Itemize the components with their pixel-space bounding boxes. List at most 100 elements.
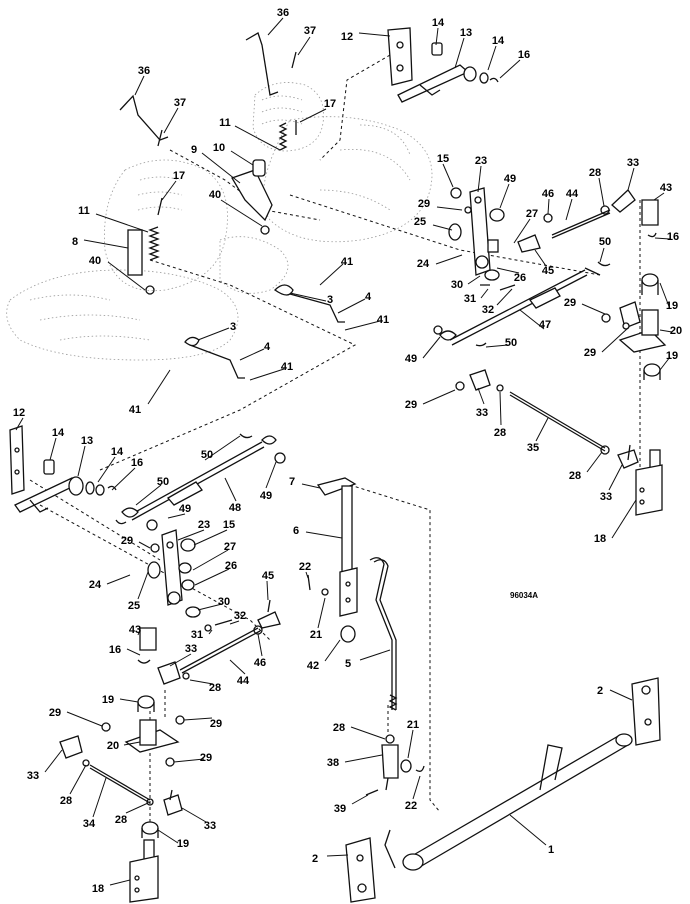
callout-18: 18 [92, 883, 104, 895]
throttle-lever-right [448, 187, 553, 291]
callout-22: 22 [405, 800, 417, 812]
callout-36: 36 [277, 7, 289, 19]
callout-16: 16 [667, 231, 679, 243]
callout-33: 33 [600, 491, 612, 503]
callout-43: 43 [660, 182, 672, 194]
callout-49: 49 [260, 490, 272, 502]
connecting-rod-47 [439, 261, 611, 347]
callout-28: 28 [569, 470, 581, 482]
callout-14: 14 [52, 427, 65, 439]
callout-29: 29 [49, 707, 61, 719]
callout-21: 21 [407, 719, 419, 731]
callout-33: 33 [27, 770, 39, 782]
callout-7: 7 [289, 476, 295, 488]
callout-3: 3 [230, 321, 236, 333]
callout-46: 46 [254, 657, 266, 669]
callout-29: 29 [210, 718, 222, 730]
callout-44: 44 [566, 188, 579, 200]
callout-33: 33 [204, 820, 216, 832]
callout-42: 42 [307, 660, 319, 672]
callout-27: 27 [224, 541, 236, 553]
callout-8: 8 [72, 236, 78, 248]
callout-17: 17 [324, 98, 336, 110]
callout-36: 36 [138, 65, 150, 77]
callout-29: 29 [418, 198, 430, 210]
bellcrank-left [101, 695, 185, 838]
callout-20: 20 [670, 325, 682, 337]
callout-19: 19 [177, 838, 189, 850]
callout-31: 31 [191, 629, 203, 641]
callout-24: 24 [417, 258, 430, 270]
callout-14: 14 [492, 35, 505, 47]
callout-34: 34 [83, 818, 96, 830]
callout-46: 46 [542, 188, 554, 200]
callout-10: 10 [213, 142, 225, 154]
callout-14: 14 [432, 17, 445, 29]
callout-32: 32 [234, 610, 246, 622]
callout-29: 29 [584, 347, 596, 359]
callout-2: 2 [597, 685, 603, 697]
callout-45: 45 [262, 570, 274, 582]
callout-17: 17 [173, 170, 185, 182]
callout-19: 19 [102, 694, 114, 706]
callout-32: 32 [482, 304, 494, 316]
callout-6: 6 [293, 525, 299, 537]
callout-43: 43 [129, 624, 141, 636]
callout-31: 31 [464, 293, 476, 305]
pivot-bracket-upper-right [387, 27, 499, 103]
callout-22: 22 [299, 561, 311, 573]
control-rod-right-35 [433, 313, 639, 469]
pivot-bracket-left [9, 425, 117, 513]
callout-12: 12 [13, 407, 25, 419]
callout-25: 25 [128, 600, 140, 612]
callout-28: 28 [494, 427, 506, 439]
callout-28: 28 [589, 167, 601, 179]
callout-3: 3 [327, 294, 333, 306]
callout-4: 4 [365, 291, 372, 303]
control-rod-right-44 [551, 189, 659, 239]
callout-49: 49 [504, 173, 516, 185]
callout-49: 49 [405, 353, 417, 365]
callout-50: 50 [505, 337, 517, 349]
callout-37: 37 [304, 25, 316, 37]
assembly-dashed-lines [29, 54, 641, 835]
callout-49: 49 [179, 503, 191, 515]
callout-16: 16 [518, 49, 530, 61]
callout-29: 29 [200, 752, 212, 764]
callout-13: 13 [81, 435, 93, 447]
callout-29: 29 [121, 535, 133, 547]
callout-40: 40 [89, 255, 101, 267]
callout-11: 11 [78, 205, 90, 217]
callout-28: 28 [60, 795, 72, 807]
callout-29: 29 [405, 399, 417, 411]
callout-13: 13 [460, 27, 472, 39]
callout-28: 28 [333, 722, 345, 734]
callout-40: 40 [209, 189, 221, 201]
callout-33: 33 [185, 643, 197, 655]
callout-21: 21 [310, 629, 322, 641]
drawing-code: 96034A [510, 591, 538, 600]
callout-leaders [15, 17, 673, 886]
callout-19: 19 [666, 300, 678, 312]
callout-24: 24 [89, 579, 102, 591]
callout-12: 12 [341, 31, 353, 43]
callout-47: 47 [539, 319, 551, 331]
callout-23: 23 [198, 519, 210, 531]
callout-41: 41 [341, 256, 353, 268]
callout-26: 26 [225, 560, 237, 572]
connecting-rod-48 [115, 433, 286, 531]
callout-5: 5 [345, 658, 351, 670]
callout-41: 41 [281, 361, 293, 373]
callout-15: 15 [437, 153, 449, 165]
callout-23: 23 [475, 155, 487, 167]
callout-2: 2 [312, 853, 318, 865]
clevis-assembly [365, 734, 425, 796]
callout-50: 50 [157, 476, 169, 488]
callout-41: 41 [129, 404, 141, 416]
callout-25: 25 [414, 216, 426, 228]
callout-16: 16 [131, 457, 143, 469]
callout-44: 44 [237, 675, 250, 687]
